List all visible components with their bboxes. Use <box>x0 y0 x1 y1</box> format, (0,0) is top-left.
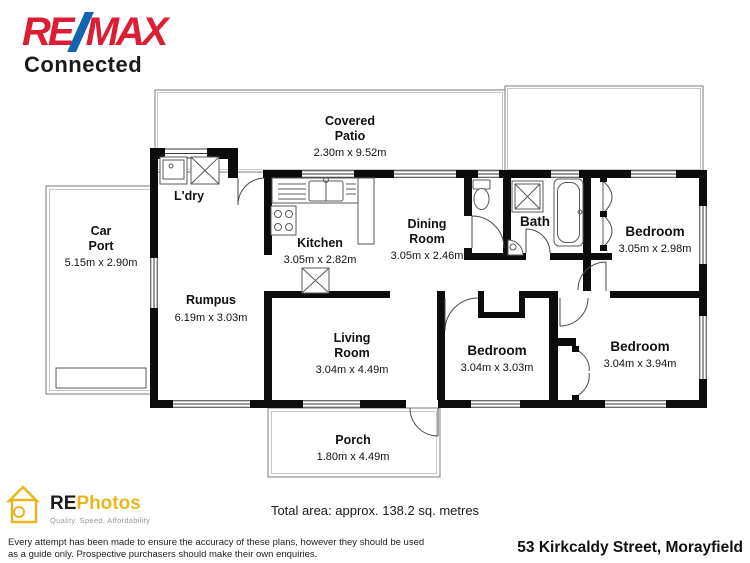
svg-text:Room: Room <box>409 232 444 246</box>
basin-icon <box>507 239 524 256</box>
room-dims-living: 3.04m x 4.49m <box>316 364 389 376</box>
room-label-bath: Bath <box>520 214 550 229</box>
rephotos-logo: REPhotos Quality. Speed. Affordability <box>6 484 150 528</box>
disclaimer-text: Every attempt has been made to ensure th… <box>8 537 425 561</box>
stove-icon <box>270 205 297 236</box>
svg-text:Room: Room <box>334 346 369 360</box>
room-label-covered-patio: Covered <box>325 114 375 128</box>
remax-logo: RE MAX <box>22 10 169 54</box>
room-label-bedroom-middle: Bedroom <box>467 343 526 358</box>
room-dims-dining: 3.05m x 2.46m <box>391 250 464 262</box>
remax-max: MAX <box>85 10 169 54</box>
shower-icon <box>511 180 544 213</box>
room-label-dining: Dining <box>408 217 447 231</box>
room-dims-kitchen: 3.05m x 2.82m <box>284 254 357 266</box>
rephotos-house-icon <box>6 485 41 524</box>
room-label-bedroom-bottom-right: Bedroom <box>610 339 669 354</box>
remax-connected-label: Connected <box>24 52 143 77</box>
doors <box>237 177 607 437</box>
rephotos-wordmark: REPhotos <box>50 493 141 514</box>
room-label-laundry: L'dry <box>174 189 204 203</box>
room-dims-rumpus: 6.19m x 3.03m <box>175 312 248 324</box>
room-label-living: Living <box>334 331 371 345</box>
toilet-icon <box>472 179 491 210</box>
pantry-icon <box>301 267 330 294</box>
carport-outline <box>45 185 158 395</box>
room-dims-bedroom-bottom-right: 3.04m x 3.94m <box>604 358 677 370</box>
floor-plan: Covered Patio 2.30m x 9.52m L'dry Car Po… <box>45 85 707 478</box>
room-label-bedroom-top-right: Bedroom <box>625 224 684 239</box>
bathtub-icon <box>553 178 584 247</box>
remax-re: RE <box>22 10 75 54</box>
room-label-porch: Porch <box>335 433 370 447</box>
windows <box>150 148 707 408</box>
svg-text:Patio: Patio <box>335 129 366 143</box>
washing-machine-icon <box>190 156 220 185</box>
room-labels: Covered Patio 2.30m x 9.52m L'dry Car Po… <box>65 114 692 463</box>
rephotos-tagline: Quality. Speed. Affordability <box>50 516 151 525</box>
room-dims-bedroom-middle: 3.04m x 3.03m <box>461 362 534 374</box>
room-label-rumpus: Rumpus <box>186 293 236 307</box>
laundry-tub-icon <box>159 156 188 185</box>
total-area-label: Total area: approx. 138.2 sq. metres <box>270 503 480 518</box>
walls <box>150 148 707 408</box>
kitchen-sink-icon <box>308 177 344 202</box>
room-dims-covered-patio: 2.30m x 9.52m <box>314 147 387 159</box>
room-dims-bedroom-top-right: 3.05m x 2.98m <box>619 243 692 255</box>
room-label-carport: Car <box>91 224 112 238</box>
svg-text:Port: Port <box>89 239 115 253</box>
room-dims-porch: 1.80m x 4.49m <box>317 451 390 463</box>
property-address: 53 Kirkcaldy Street, Morayfield <box>517 539 743 556</box>
room-label-kitchen: Kitchen <box>297 236 343 250</box>
room-dims-carport: 5.15m x 2.90m <box>65 257 138 269</box>
wardrobe-bifold-icon <box>572 176 613 401</box>
